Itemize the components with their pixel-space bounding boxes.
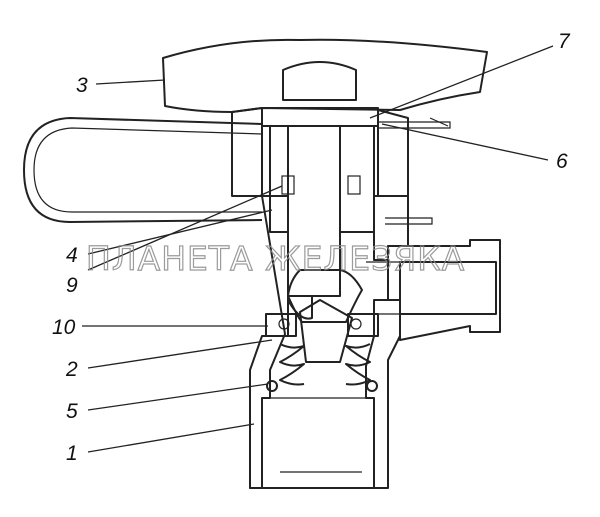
leader-5 xyxy=(87,383,269,411)
leader-1 xyxy=(87,423,255,453)
leader-lines xyxy=(82,45,554,453)
callout-4: 4 xyxy=(66,244,78,267)
callout-7: 7 xyxy=(558,30,571,53)
callout-9: 9 xyxy=(66,274,78,297)
leader-6 xyxy=(381,123,549,161)
handle-part-3 xyxy=(162,38,488,197)
valve-plunger xyxy=(287,269,363,363)
leader-2 xyxy=(87,339,273,369)
spring-part-5 xyxy=(266,343,378,392)
callout-6: 6 xyxy=(556,150,568,173)
leader-9 xyxy=(87,185,283,271)
wire-bail-part-4 xyxy=(23,117,433,225)
watermark-text: ПЛАНЕТА ЖЕЛЕЗЯКА xyxy=(86,239,465,278)
callout-1: 1 xyxy=(66,442,78,465)
leader-4 xyxy=(87,209,273,255)
callout-10: 10 xyxy=(52,316,76,339)
side-outlet xyxy=(366,239,501,341)
callout-3: 3 xyxy=(76,74,88,97)
seal-rings-part-10 xyxy=(265,313,379,337)
leader-3 xyxy=(95,79,166,85)
callout-2: 2 xyxy=(65,358,78,381)
bore-lines xyxy=(262,397,374,473)
leader-7 xyxy=(369,45,554,119)
callout-5: 5 xyxy=(66,400,78,423)
